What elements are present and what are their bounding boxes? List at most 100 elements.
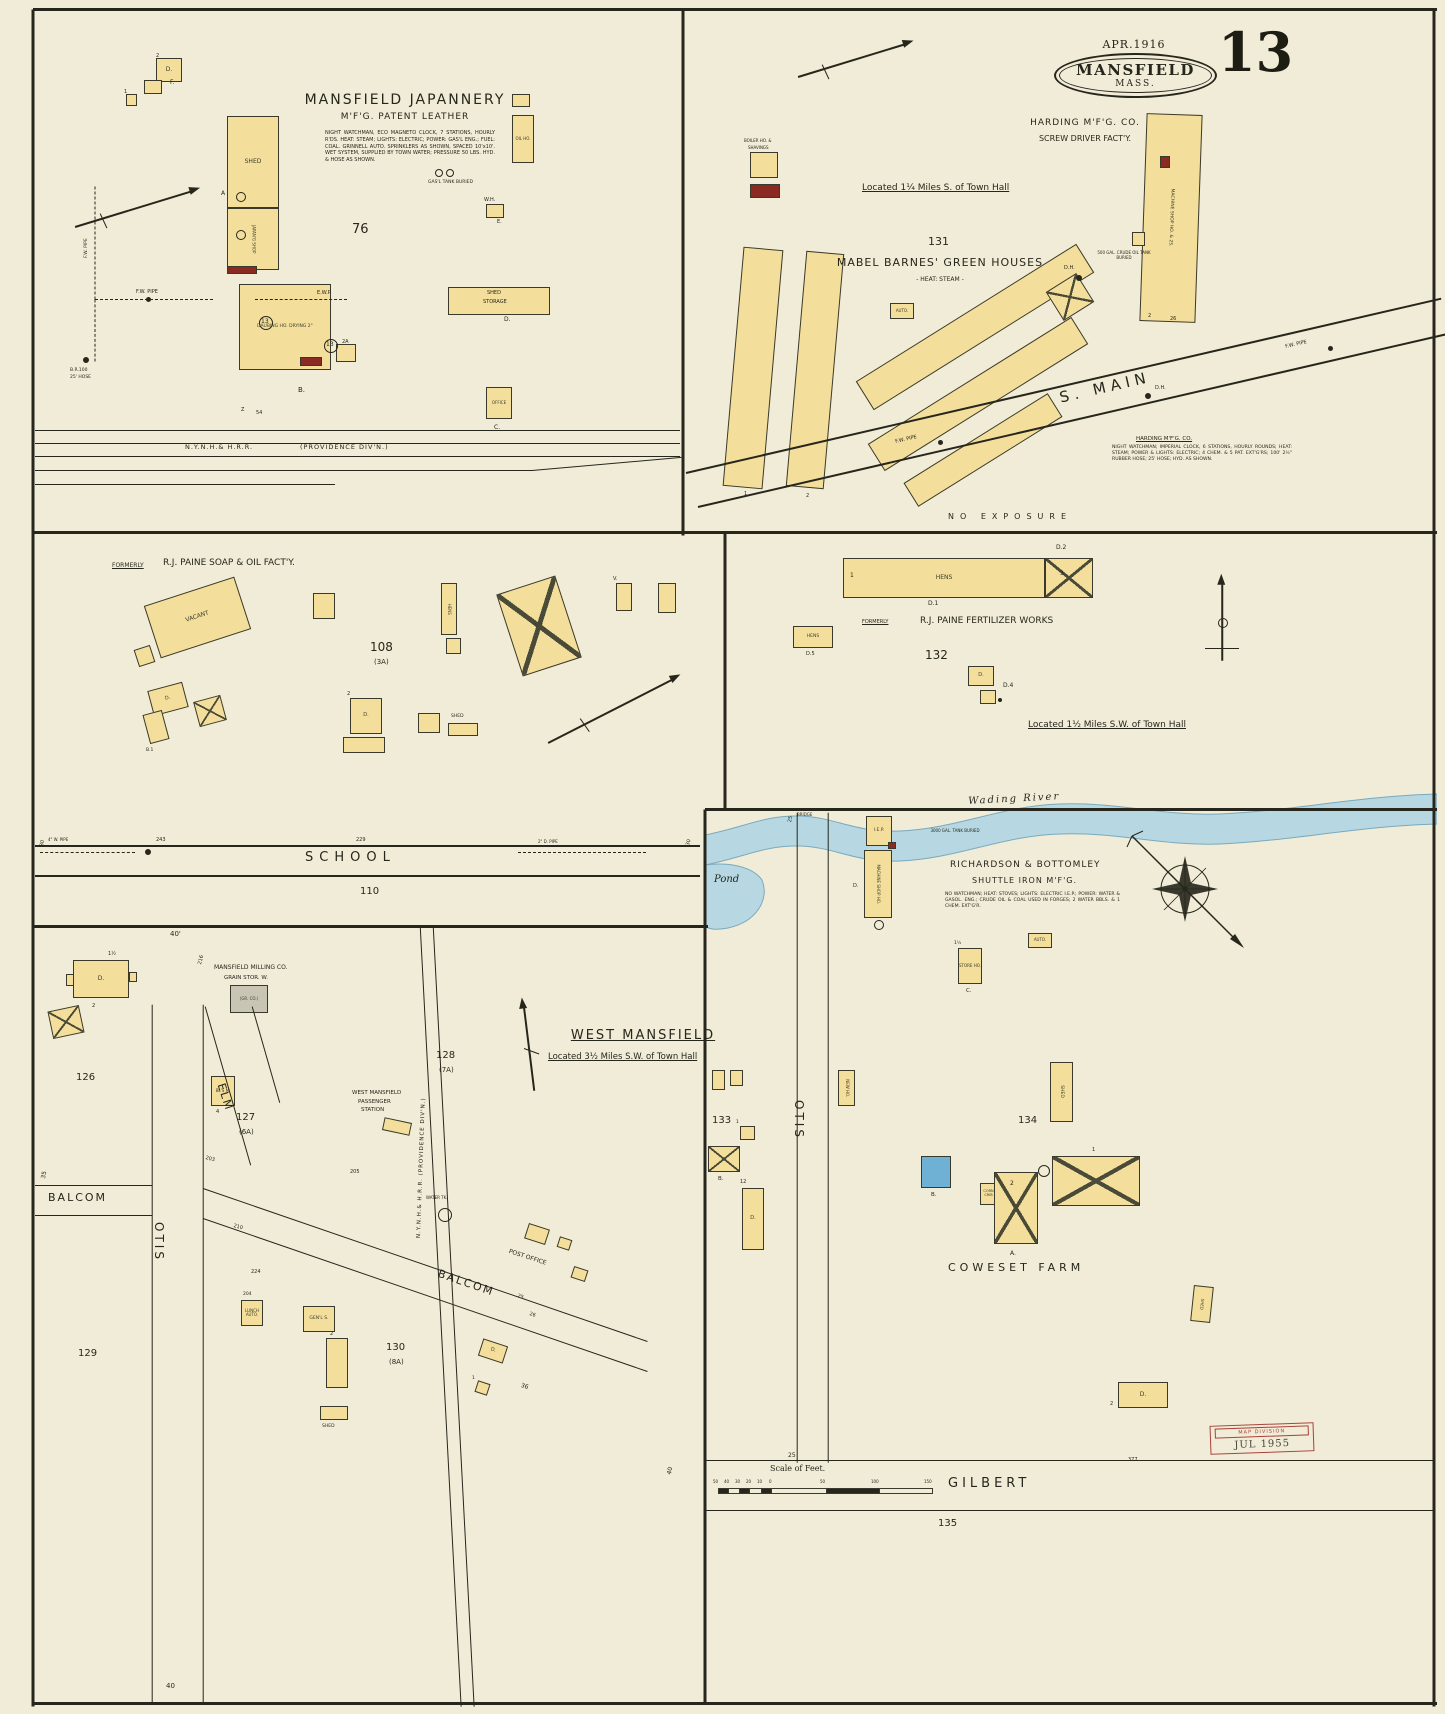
paine_soap-bldg: D. [350, 698, 382, 734]
coweset-bldg: D. [1118, 1382, 1168, 1408]
coweset-farm-label: COWESET FARM [948, 1261, 1085, 1274]
coweset-left-border [703, 809, 707, 1704]
vacant-building: VACANT [143, 576, 252, 659]
fertilizer-location: Located 1½ Miles S.W. of Town Hall [1028, 720, 1187, 730]
japannery-text: C. [494, 424, 501, 431]
harding-text: BOILER HO. & [744, 138, 772, 143]
japannery-text: E. [497, 219, 502, 225]
divider-fertilizer [723, 532, 727, 810]
japannery-text: F.W. PIPE [84, 238, 89, 258]
coweset-bldg: STORE HO. [958, 948, 982, 984]
west_mansfield-bldg: D. [477, 1338, 509, 1364]
library-date-stamp: MAP DIVISION JUL 1955 [1209, 1422, 1315, 1455]
north-arrow [797, 43, 906, 78]
paine_soap-text: 2 [347, 691, 351, 697]
japannery-bldg: OIL HO. [512, 115, 534, 163]
paine_soap-bldg [133, 644, 156, 668]
passenger-station-building [381, 1117, 413, 1136]
west_mansfield-text: 40 [666, 1466, 675, 1476]
japannery-text: B. [298, 386, 306, 394]
hens-building-label: HENS [935, 573, 953, 581]
west_mansfield-text: 205 [350, 1169, 360, 1175]
japannery-bldg [448, 287, 550, 315]
japannery-bldg: DAUBING HO. DRYING 2° [239, 284, 331, 370]
coweset-label: D. [750, 1215, 756, 1222]
west_mansfield-bldg [66, 974, 74, 986]
japannery-text: A [221, 190, 226, 197]
coweset-text: B. [718, 1176, 724, 1182]
machine-shop-coweset-label: MACHINE SHOP HO. [876, 864, 882, 904]
japannery-text: 13 [326, 341, 334, 348]
paine_soap-bldg [343, 737, 385, 753]
north-arrow [74, 190, 192, 228]
harding-dot [1076, 275, 1082, 281]
west_mansfield-label: LUNCH AUTO. [245, 1307, 259, 1317]
japannery-text: F.W. PIPE [136, 289, 158, 295]
coweset-bldg [740, 1126, 755, 1140]
japannery-label: OIL HO. [515, 135, 531, 141]
paine_soap-bldg [313, 593, 335, 619]
paine_soap-text: 30 [39, 839, 47, 847]
west_mansfield-text: (6A) [239, 1128, 254, 1136]
fertilizer-label: D. [978, 672, 984, 679]
japannery-text: Z [241, 407, 245, 413]
street-otis-coweset: OTIS [792, 1100, 806, 1140]
vacant-building-label: VACANT [184, 609, 210, 624]
paine_soap-text: V. [613, 576, 618, 582]
coweset-label: SHED [1199, 1298, 1206, 1310]
japannery-text: 2 [156, 53, 160, 59]
japannery-bldg: JAPAN'G SHOP [227, 208, 279, 270]
japannery-bldg [300, 357, 322, 366]
coweset-bldg: SHED [1190, 1285, 1214, 1323]
japannery-dot [83, 357, 89, 363]
harding-text: - HEAT: STEAM - [916, 276, 964, 283]
block-number-133: 133 [712, 1115, 732, 1126]
paine_soap-bldg [142, 709, 170, 745]
japannery-line [255, 299, 347, 300]
japannery-label: SHED [244, 157, 262, 165]
paine_soap-line [518, 852, 646, 853]
richardson-subtitle: SHUTTLE IRON M'F'G. [972, 876, 1078, 885]
coweset-bldg [888, 842, 896, 849]
japannery-label: JAPAN'G SHOP [251, 224, 257, 254]
grain-storage-label: (GR. CO.) [239, 995, 259, 1001]
paine_soap-text: 2" D. PIPE [538, 839, 558, 844]
coweset-label: CORN CRIB [983, 1189, 994, 1197]
coweset-text: 20 [746, 1479, 752, 1484]
harding-title: HARDING M'F'G. CO. [1030, 118, 1140, 128]
japannery-label: OFFICE [491, 399, 507, 405]
west_mansfield-bldg [326, 1338, 348, 1388]
greenhouses-title: MABEL BARNES' GREEN HOUSES [836, 256, 1044, 269]
harding-text: 500 GAL. CRUDE OIL TANK BURIED [1097, 250, 1151, 261]
coweset-text: B. [931, 1192, 937, 1198]
block-number-108: 108 [370, 640, 393, 654]
west_mansfield-text: 203 [204, 1155, 216, 1164]
block-number-130: 130 [386, 1342, 406, 1353]
fertilizer-text: 1 [850, 572, 854, 579]
west_mansfield-label: BL'S M. [215, 1087, 231, 1093]
japannery-label: D. [165, 65, 173, 73]
fertilizer-line [1205, 648, 1239, 650]
coweset-text: 30 [735, 1479, 741, 1484]
border-bottom [33, 1702, 1437, 1705]
divider-top-panels [681, 9, 685, 536]
page-number: 13 [1218, 20, 1294, 84]
west_mansfield-text: 4 [216, 1109, 220, 1115]
west_mansfield-line [251, 1006, 281, 1104]
coweset-text: D. [853, 883, 859, 889]
stamp-oval: MANSFIELD MASS. [1054, 53, 1217, 98]
paine_soap-bldg [418, 713, 440, 733]
japannery-line [94, 186, 96, 300]
japannery-circ [259, 316, 273, 330]
japannery-text: (PROVIDENCE DIV'N.) [300, 443, 389, 451]
compass-rose-icon [1126, 830, 1244, 948]
coweset-text: 2 [1110, 1401, 1114, 1407]
west_mansfield-bldg [47, 1004, 85, 1040]
west_mansfield-text: SHED [322, 1424, 335, 1429]
japannery-title: MANSFIELD JAPANNERY [304, 92, 506, 108]
harding-location: Located 1¼ Miles S. of Town Hall [862, 183, 1010, 193]
paine_soap-bldg [616, 583, 632, 611]
west_mansfield-line [35, 1215, 152, 1217]
stamp-state: MASS. [1115, 79, 1156, 89]
